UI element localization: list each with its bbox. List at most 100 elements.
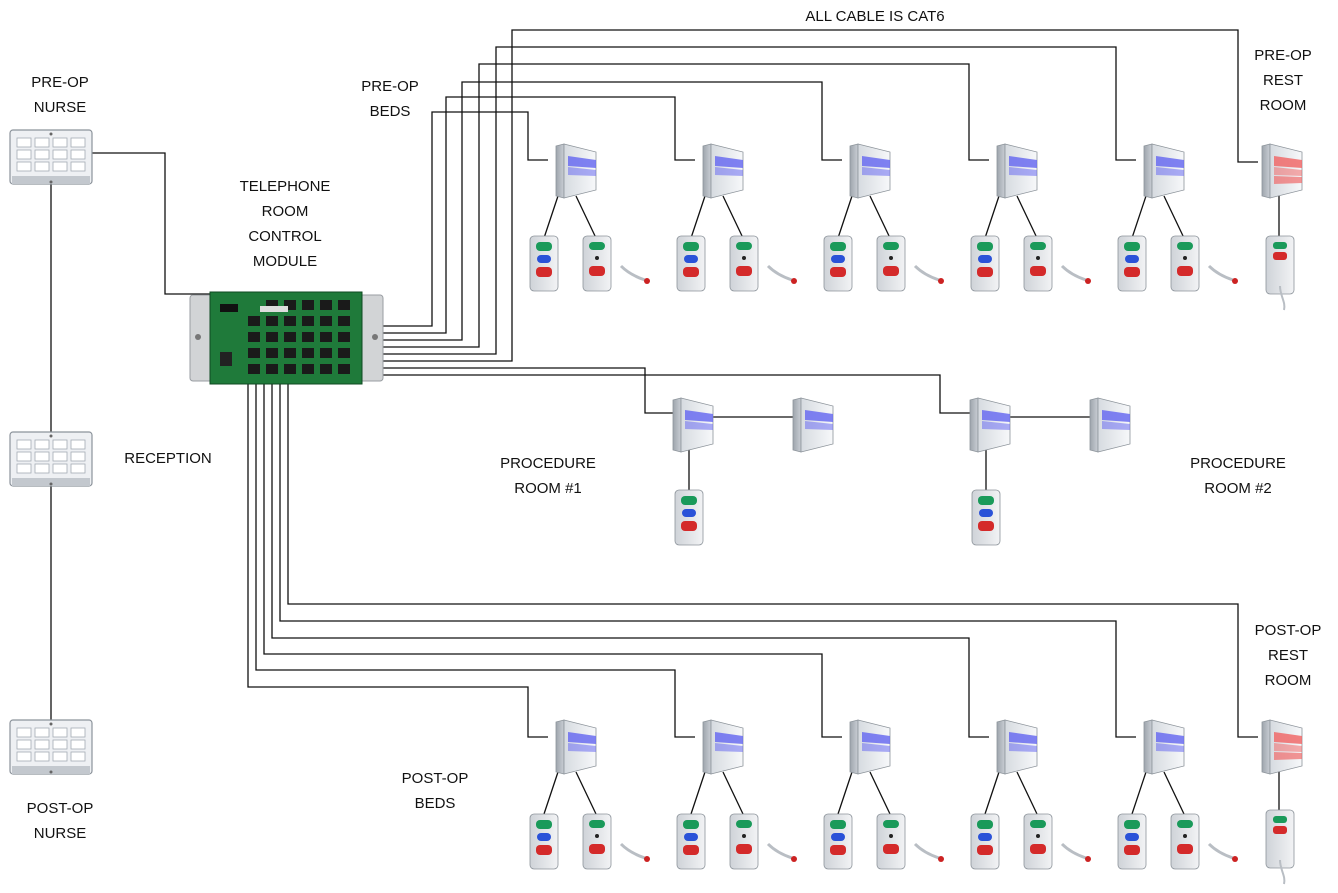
cable-preop-bed-4 [370,63,989,348]
cable-preop-bed-2 [370,96,695,334]
dome-light-icon [555,143,597,199]
call-station-icon [1170,235,1200,292]
postop-nurse-console [9,719,93,775]
dome-light-icon [1143,143,1185,199]
cable-postop-bed-4 [271,384,989,738]
label-postop-nurse: POST-OP NURSE [26,800,94,842]
procedure-2-call-station-icon [971,489,1001,546]
call-station-icon [823,235,853,292]
telephone-room-control-module [189,291,384,385]
cable-dome-to-station [543,771,559,815]
cable-preop-bed-3 [370,81,842,341]
label-postop-beds: POST-OP BEDS [401,770,469,812]
pull-cord-icon [913,264,944,284]
call-station-icon [1023,235,1053,292]
cable-postop-bed-3 [263,384,842,738]
label-preop-beds: PRE-OP BEDS [361,78,419,120]
cable-preop-bed-5 [370,46,1136,355]
label-procedure-room-1: PROCEDURE ROOM #1 [500,455,596,497]
cable-dome-to-station [984,195,1000,239]
label-telephone-room-control-module: TELEPHONE ROOM CONTROL MODULE [239,178,331,270]
call-station-icon [970,235,1000,292]
call-station-icon [876,235,906,292]
pull-cord-icon [913,842,944,862]
pull-cord-icon [1207,842,1238,862]
call-station-icon [729,235,759,292]
dome-light-icon [702,719,744,775]
cable-dome-to-station [1016,195,1038,239]
label-reception: RECEPTION [124,450,212,467]
pull-cord-icon [766,264,797,284]
cable-preop-bed-1 [370,111,548,327]
cable-runs [50,29,1280,815]
pull-cord-icon [619,264,650,284]
preop-restroom-pull-station-icon [1265,235,1295,311]
cable-dome-to-station [837,771,853,815]
procedure-1-dome-light-icon [672,397,714,453]
cable-dome-to-station [722,771,744,815]
cable-dome-to-station [1163,195,1185,239]
procedure-1-call-station-icon [674,489,704,546]
preop-restroom-dome-light-icon [1261,143,1303,199]
call-station-icon [823,813,853,870]
label-procedure-room-2: PROCEDURE ROOM #2 [1190,455,1286,497]
cable-dome-to-station [575,771,597,815]
call-station-icon [1023,813,1053,870]
call-station-icon [676,813,706,870]
dome-light-icon [1143,719,1185,775]
call-station-icon [529,813,559,870]
label-postop-restroom: POST-OP REST ROOM [1254,622,1322,689]
dome-light-icon [555,719,597,775]
diagram-title: ALL CABLE IS CAT6 [805,8,945,25]
pull-cord-icon [1207,264,1238,284]
cable-dome-to-station [690,771,706,815]
cable-dome-to-station [1163,771,1185,815]
cable-dome-to-station [837,195,853,239]
cable-dome-to-station [543,195,559,239]
call-station-icon [970,813,1000,870]
dome-light-icon [702,143,744,199]
procedure-2-dome-light-icon [969,397,1011,453]
call-station-icon [1117,235,1147,292]
cable-dome-to-station [1131,771,1147,815]
procedure-1-second-dome-light-icon [792,397,834,453]
call-station-icon [876,813,906,870]
call-station-icon [1170,813,1200,870]
pull-cord-icon [1060,264,1091,284]
call-station-icon [676,235,706,292]
call-station-icon [529,235,559,292]
postop-restroom-dome-light-icon [1261,719,1303,775]
dome-light-icon [996,719,1038,775]
cable-dome-to-station [1131,195,1147,239]
pull-cord-icon [1060,842,1091,862]
call-station-icon [729,813,759,870]
cable-procedure-room-2 [370,374,970,414]
cable-preop-restroom [370,29,1258,362]
cable-dome-to-station [690,195,706,239]
label-preop-nurse: PRE-OP NURSE [31,74,89,116]
dome-light-icon [849,143,891,199]
cable-dome-to-station [1016,771,1038,815]
devices [9,129,1303,885]
dome-light-icon [849,719,891,775]
label-preop-restroom: PRE-OP REST ROOM [1254,47,1312,114]
cable-dome-to-station [869,195,891,239]
reception-console [9,431,93,487]
cable-dome-to-station [575,195,597,239]
cable-dome-to-station [722,195,744,239]
procedure-2-second-dome-light-icon [1089,397,1131,453]
cable-dome-to-station [869,771,891,815]
cable-postop-bed-1 [247,384,548,738]
call-station-icon [582,813,612,870]
cable-preop-nurse-to-module [92,152,210,295]
dome-light-icon [996,143,1038,199]
call-station-icon [582,235,612,292]
cable-procedure-room-1 [370,367,673,414]
cable-postop-bed-2 [255,384,695,738]
cable-postop-restroom [287,384,1258,738]
preop-nurse-console [9,129,93,185]
cable-dome-to-station [984,771,1000,815]
cable-postop-bed-5 [279,384,1136,738]
pull-cord-icon [766,842,797,862]
